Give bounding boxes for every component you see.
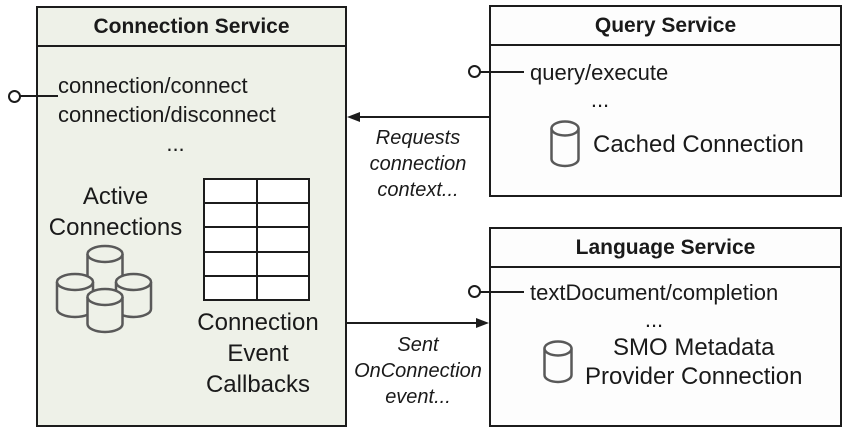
database-cylinder-icon bbox=[114, 272, 153, 319]
sent-label-line2: OnConnection bbox=[354, 360, 482, 382]
database-cluster-icon bbox=[55, 244, 153, 334]
language-service-header: Language Service bbox=[491, 229, 840, 268]
connection-event-table bbox=[203, 178, 310, 301]
connection-methods-list: connection/connect connection/disconnect… bbox=[58, 71, 293, 158]
database-cylinder-icon bbox=[55, 272, 95, 319]
table-cell bbox=[205, 228, 256, 251]
method-query-execute: query/execute bbox=[530, 60, 669, 85]
requests-arrow-label: Requests connection context... bbox=[348, 125, 488, 203]
callbacks-line3: Callbacks bbox=[205, 371, 311, 398]
database-cylinder-icon bbox=[86, 287, 124, 334]
smo-connection-line2: Provider Connection bbox=[585, 363, 803, 390]
methods-ellipsis: ... bbox=[166, 131, 185, 156]
table-cell bbox=[257, 228, 308, 251]
active-connections-label: Active Connections bbox=[38, 181, 193, 243]
language-methods-ellipsis: ... bbox=[644, 307, 664, 332]
requests-label-line2: connection bbox=[369, 153, 467, 175]
method-connection-disconnect: connection/disconnect bbox=[58, 102, 276, 127]
query-service-box: Query Service bbox=[489, 5, 842, 197]
arrowhead-left-icon bbox=[347, 112, 360, 122]
language-lollipop-icon bbox=[468, 285, 481, 298]
connection-event-callbacks-label: Connection Event Callbacks bbox=[180, 307, 336, 400]
sent-arrow-line bbox=[347, 322, 483, 324]
query-service-header: Query Service bbox=[491, 7, 840, 46]
method-textdocument-completion: textDocument/completion bbox=[530, 280, 779, 305]
database-icon bbox=[543, 340, 573, 384]
sent-arrow-label: Sent OnConnection event... bbox=[348, 332, 488, 410]
callbacks-line2: Event bbox=[227, 340, 289, 367]
requests-label-line1: Requests bbox=[375, 127, 461, 149]
arrowhead-right-icon bbox=[476, 318, 489, 328]
query-methods-ellipsis: ... bbox=[590, 87, 610, 112]
smo-connection-line1: SMO Metadata bbox=[613, 334, 775, 361]
database-icon bbox=[550, 120, 580, 168]
sent-label-line1: Sent bbox=[397, 334, 439, 356]
query-lollipop-line bbox=[480, 71, 524, 73]
connection-service-title: Connection Service bbox=[93, 15, 290, 38]
language-service-box: Language Service bbox=[489, 227, 842, 427]
table-cell bbox=[257, 204, 308, 227]
query-service-title: Query Service bbox=[594, 14, 737, 37]
cached-connection-row: Cached Connection bbox=[550, 120, 804, 168]
table-cell bbox=[257, 252, 308, 275]
connection-service-header: Connection Service bbox=[38, 8, 345, 47]
cached-connection-label: Cached Connection bbox=[593, 130, 804, 158]
smo-connection-label: SMO Metadata Provider Connection bbox=[585, 333, 802, 391]
sent-label-line3: event... bbox=[385, 386, 451, 408]
active-connections-line2: Connections bbox=[48, 214, 183, 241]
active-connections-line1: Active bbox=[82, 183, 149, 210]
table-cell bbox=[205, 276, 256, 299]
query-lollipop-icon bbox=[468, 65, 481, 78]
requests-arrow-line bbox=[353, 116, 489, 118]
query-methods-list: query/execute ... bbox=[530, 59, 670, 113]
table-cell bbox=[205, 204, 256, 227]
method-connection-connect: connection/connect bbox=[58, 73, 248, 98]
requests-label-line3: context... bbox=[377, 179, 459, 201]
table-cell bbox=[257, 276, 308, 299]
table-cell bbox=[205, 180, 256, 203]
table-cell bbox=[205, 252, 256, 275]
language-service-title: Language Service bbox=[575, 236, 756, 259]
connection-lollipop-icon bbox=[8, 90, 21, 103]
language-methods-list: textDocument/completion ... bbox=[530, 279, 778, 333]
table-cell bbox=[257, 180, 308, 203]
connection-lollipop-line bbox=[20, 95, 58, 97]
language-lollipop-line bbox=[480, 291, 524, 293]
callbacks-line1: Connection bbox=[197, 309, 319, 336]
smo-connection-row: SMO Metadata Provider Connection bbox=[543, 333, 802, 391]
